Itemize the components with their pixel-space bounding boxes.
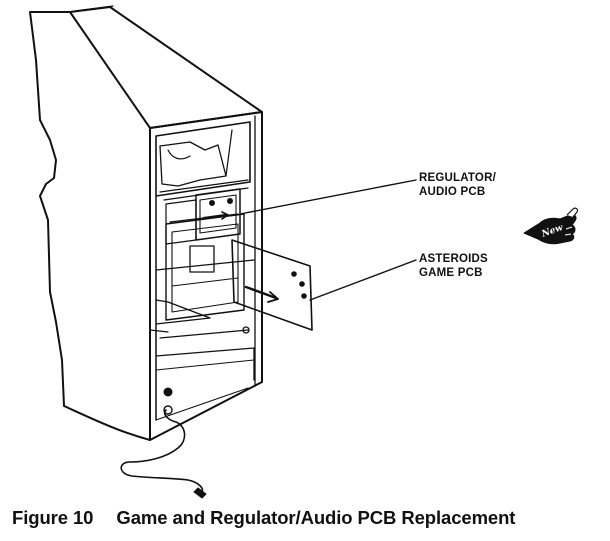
figure-title: Game and Regulator/Audio PCB Replacement — [116, 507, 516, 528]
game-pcb-cage — [165, 213, 245, 321]
asteroids-leader-line — [309, 259, 417, 301]
figure-caption: Figure 10 Game and Regulator/Audio PCB R… — [12, 507, 604, 529]
cabinet-top — [69, 6, 263, 129]
power-cord — [120, 409, 204, 493]
regulator-leader-line — [239, 179, 417, 215]
regulator-label-line1: REGULATOR/ — [419, 172, 496, 184]
asteroids-label-line1: ASTEROIDS — [419, 253, 488, 265]
asteroids-label-line2: GAME PCB — [419, 267, 483, 279]
figure-number: Figure 10 — [12, 507, 94, 528]
cabinet-front-edge — [149, 111, 263, 441]
pointing-hand-icon: New — [523, 207, 579, 245]
regulator-label-line2: AUDIO PCB — [419, 186, 486, 198]
monitor-area — [155, 121, 251, 197]
cabinet-side-panel — [29, 11, 151, 441]
asteroids-game-pcb — [231, 239, 313, 331]
